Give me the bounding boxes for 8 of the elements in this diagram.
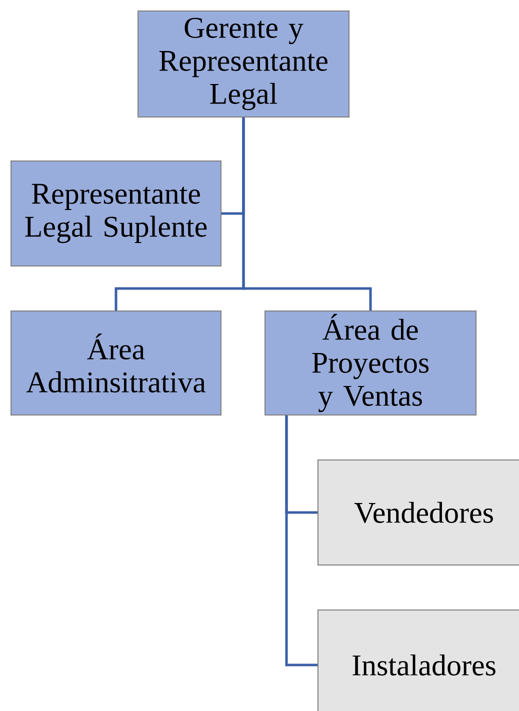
position-box: Vendedores: [318, 460, 519, 566]
position-box: Representante Legal Suplente: [10, 160, 222, 266]
connector-line: [285, 416, 318, 666]
position-box: Área Adminsitrativa: [10, 310, 222, 416]
position-box: Área de Proyectos y Ventas: [264, 310, 476, 416]
position-box: Instaladores: [318, 610, 519, 711]
connector-line: [242, 118, 372, 310]
position-box: Gerente y Representante Legal: [138, 10, 350, 118]
